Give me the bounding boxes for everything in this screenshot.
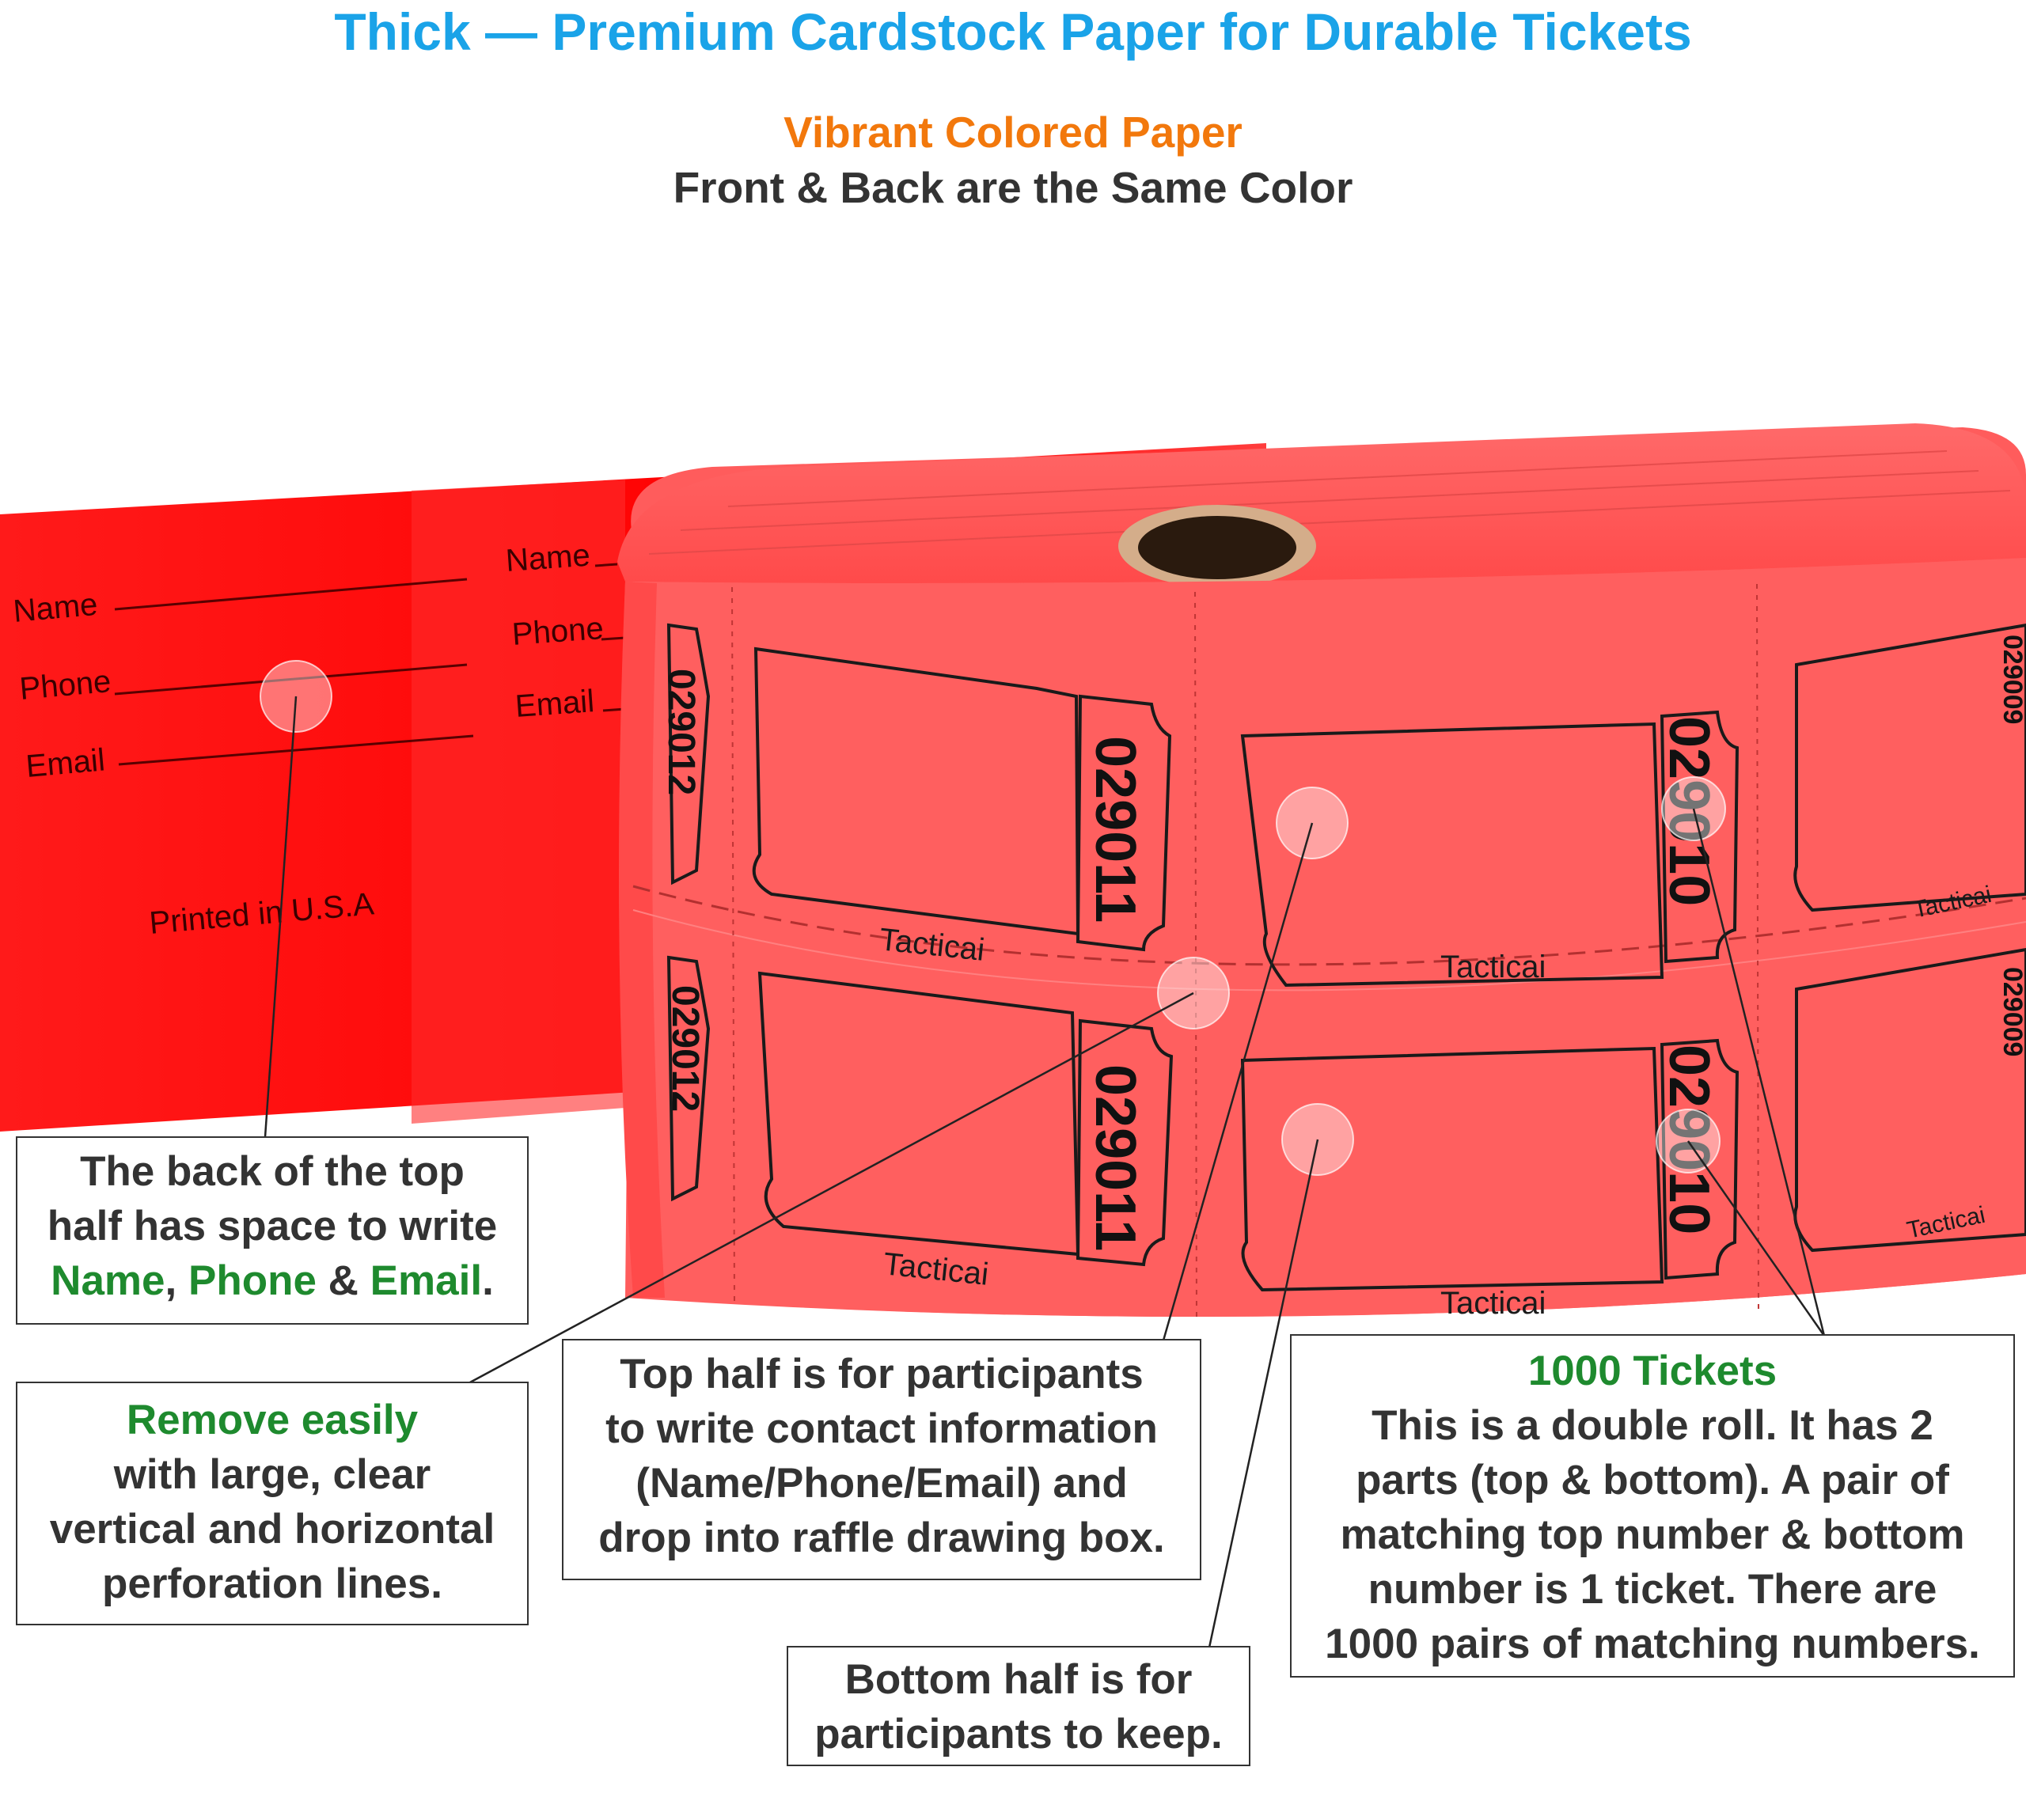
ticket-number-bottom-right: 029010 xyxy=(1657,1045,1721,1234)
callout-back-line3: Name, Phone & Email. xyxy=(17,1253,527,1308)
callout-top-line2: to write contact information xyxy=(605,1405,1158,1452)
strip-phone-label: Phone xyxy=(18,664,112,707)
callout-back-line2: half has space to write xyxy=(47,1203,498,1249)
ticket-number-top-far: 029009 xyxy=(1998,635,2026,724)
brand-mark-top-right: Tacticai xyxy=(1440,950,1546,984)
ticket-number-bottom-left: 029012 xyxy=(664,985,706,1112)
callout-remove-line1: with large, clear xyxy=(113,1451,431,1498)
callout-tickets-line4: number is 1 ticket. There are xyxy=(1368,1566,1937,1613)
callout-tickets-line5: 1000 pairs of matching numbers. xyxy=(1325,1621,1980,1667)
callout-bottom-line2: participants to keep. xyxy=(814,1711,1223,1757)
ticket-number-top-left: 029012 xyxy=(660,669,702,795)
callout-top-line3: (Name/Phone/Email) and xyxy=(635,1460,1128,1507)
callout-back-period: . xyxy=(482,1257,494,1304)
callout-tickets-line3: matching top number & bottom xyxy=(1340,1511,1965,1558)
ticket-number-bottom-mid: 029011 xyxy=(1083,1064,1147,1251)
callout-back-phone: Phone xyxy=(188,1257,317,1304)
callout-bottom-line1: Bottom half is for xyxy=(844,1656,1193,1703)
strip-email-label: Email xyxy=(25,742,106,784)
callout-remove-line2: vertical and horizontal xyxy=(49,1506,495,1553)
ticket-number-top-mid: 029011 xyxy=(1083,736,1147,923)
callout-leader-lines xyxy=(264,696,1826,1648)
callout-tickets-heading: 1000 Tickets xyxy=(1527,1348,1777,1394)
callout-remove-heading: Remove easily xyxy=(126,1397,419,1443)
subtitle-accent: Vibrant Colored Paper xyxy=(783,108,1243,157)
callout-remove-easily: Remove easily with large, clear vertical… xyxy=(16,1382,529,1625)
strip-name-label: Name xyxy=(12,587,99,629)
callout-back-email: Email xyxy=(370,1257,483,1304)
strip-email-label-2: Email xyxy=(514,684,596,724)
callout-back-name: Name xyxy=(51,1257,165,1304)
brand-mark-bottom-right: Tacticai xyxy=(1440,1286,1546,1321)
callout-tickets-line2: parts (top & bottom). A pair of xyxy=(1356,1457,1949,1503)
page-title: Thick — Premium Cardstock Paper for Dura… xyxy=(334,2,1692,61)
ticket-roll: 029011 029011 029010 029010 029012 02901… xyxy=(617,423,2026,1324)
strip-phone-label-2: Phone xyxy=(511,611,605,652)
strip-name-label-2: Name xyxy=(505,538,592,578)
callout-back-comma: , xyxy=(165,1257,188,1304)
callout-top-half: Top half is for participants to write co… xyxy=(562,1339,1201,1580)
ticket-number-bottom-far: 029009 xyxy=(1998,967,2026,1056)
callout-back-of-top-half: The back of the top half has space to wr… xyxy=(16,1136,529,1325)
callout-1000-tickets: 1000 Tickets This is a double roll. It h… xyxy=(1290,1334,2015,1678)
callout-back-line1: The back of the top xyxy=(80,1148,465,1195)
callout-bottom-half: Bottom half is for participants to keep. xyxy=(787,1646,1250,1766)
subtitle: Front & Back are the Same Color xyxy=(673,163,1353,212)
callout-remove-line3: perforation lines. xyxy=(102,1560,442,1607)
callout-tickets-line1: This is a double roll. It has 2 xyxy=(1372,1402,1933,1449)
callout-top-line4: drop into raffle drawing box. xyxy=(598,1515,1165,1561)
callout-back-amp: & xyxy=(316,1257,370,1304)
callout-top-line1: Top half is for participants xyxy=(620,1351,1144,1397)
